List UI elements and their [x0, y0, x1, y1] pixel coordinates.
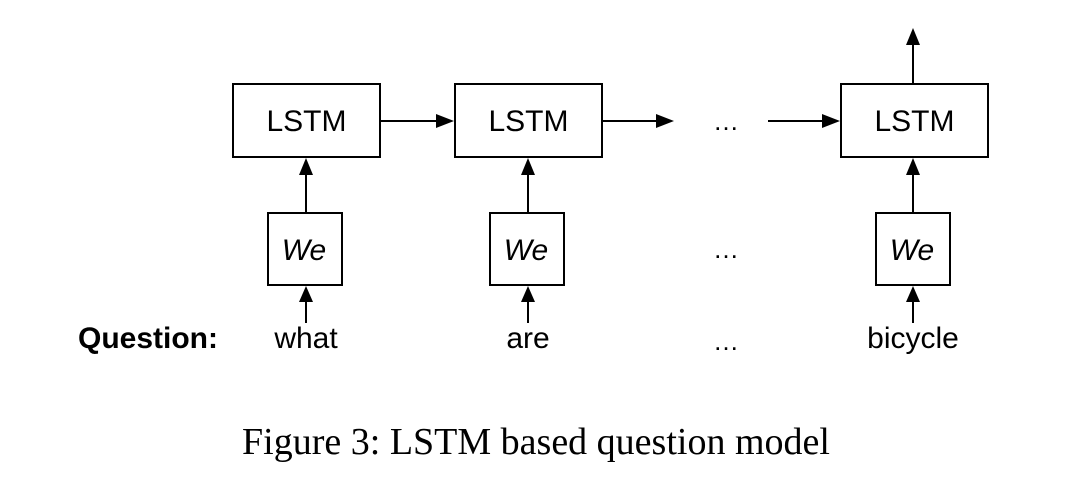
word-1: what [273, 322, 338, 355]
arrowhead-embed-to-lstm-2 [521, 158, 535, 175]
lstm-label-2: LSTM [488, 105, 568, 138]
word-2: are [506, 322, 549, 355]
arrowhead-lstm2-to-ellipsis [656, 114, 674, 128]
embedding-subscript-2: e [532, 234, 549, 267]
embedding-label-2: We [504, 234, 548, 267]
embedding-subscript-1: e [310, 234, 327, 267]
ellipsis-word-row: … [713, 326, 739, 356]
word-3: bicycle [867, 322, 959, 355]
embedding-symbol-1: W [282, 234, 313, 267]
lstm-box-2 [454, 83, 603, 158]
embedding-symbol-3: W [890, 234, 921, 267]
embedding-box-2 [489, 212, 565, 286]
arrowhead-word-to-embed-1 [299, 286, 313, 302]
arrowhead-embed-to-lstm-1 [299, 158, 313, 175]
lstm-box-1 [232, 83, 381, 158]
question-label: Question: [78, 322, 218, 355]
lstm-label-3: LSTM [874, 105, 954, 138]
arrowhead-word-to-embed-3 [906, 286, 920, 302]
arrowhead-lstm3-output [906, 28, 920, 45]
lstm-label-1: LSTM [266, 105, 346, 138]
ellipsis-embedding-row: … [713, 234, 739, 264]
embedding-label-3: We [890, 234, 934, 267]
embedding-symbol-2: W [504, 234, 535, 267]
arrowhead-word-to-embed-2 [521, 286, 535, 302]
figure-caption: Figure 3: LSTM based question model [242, 421, 830, 463]
lstm-box-3 [840, 83, 989, 158]
arrowhead-embed-to-lstm-3 [906, 158, 920, 175]
ellipsis-lstm-row: … [713, 106, 739, 136]
embedding-subscript-3: e [918, 234, 935, 267]
arrowhead-lstm1-to-lstm2 [436, 114, 454, 128]
embedding-box-1 [267, 212, 343, 286]
lstm-question-model-diagram: LSTM We what LSTM We are … … … LSTM We [78, 28, 989, 356]
embedding-label-1: We [282, 234, 326, 267]
arrowhead-ellipsis-to-lstm3 [822, 114, 840, 128]
